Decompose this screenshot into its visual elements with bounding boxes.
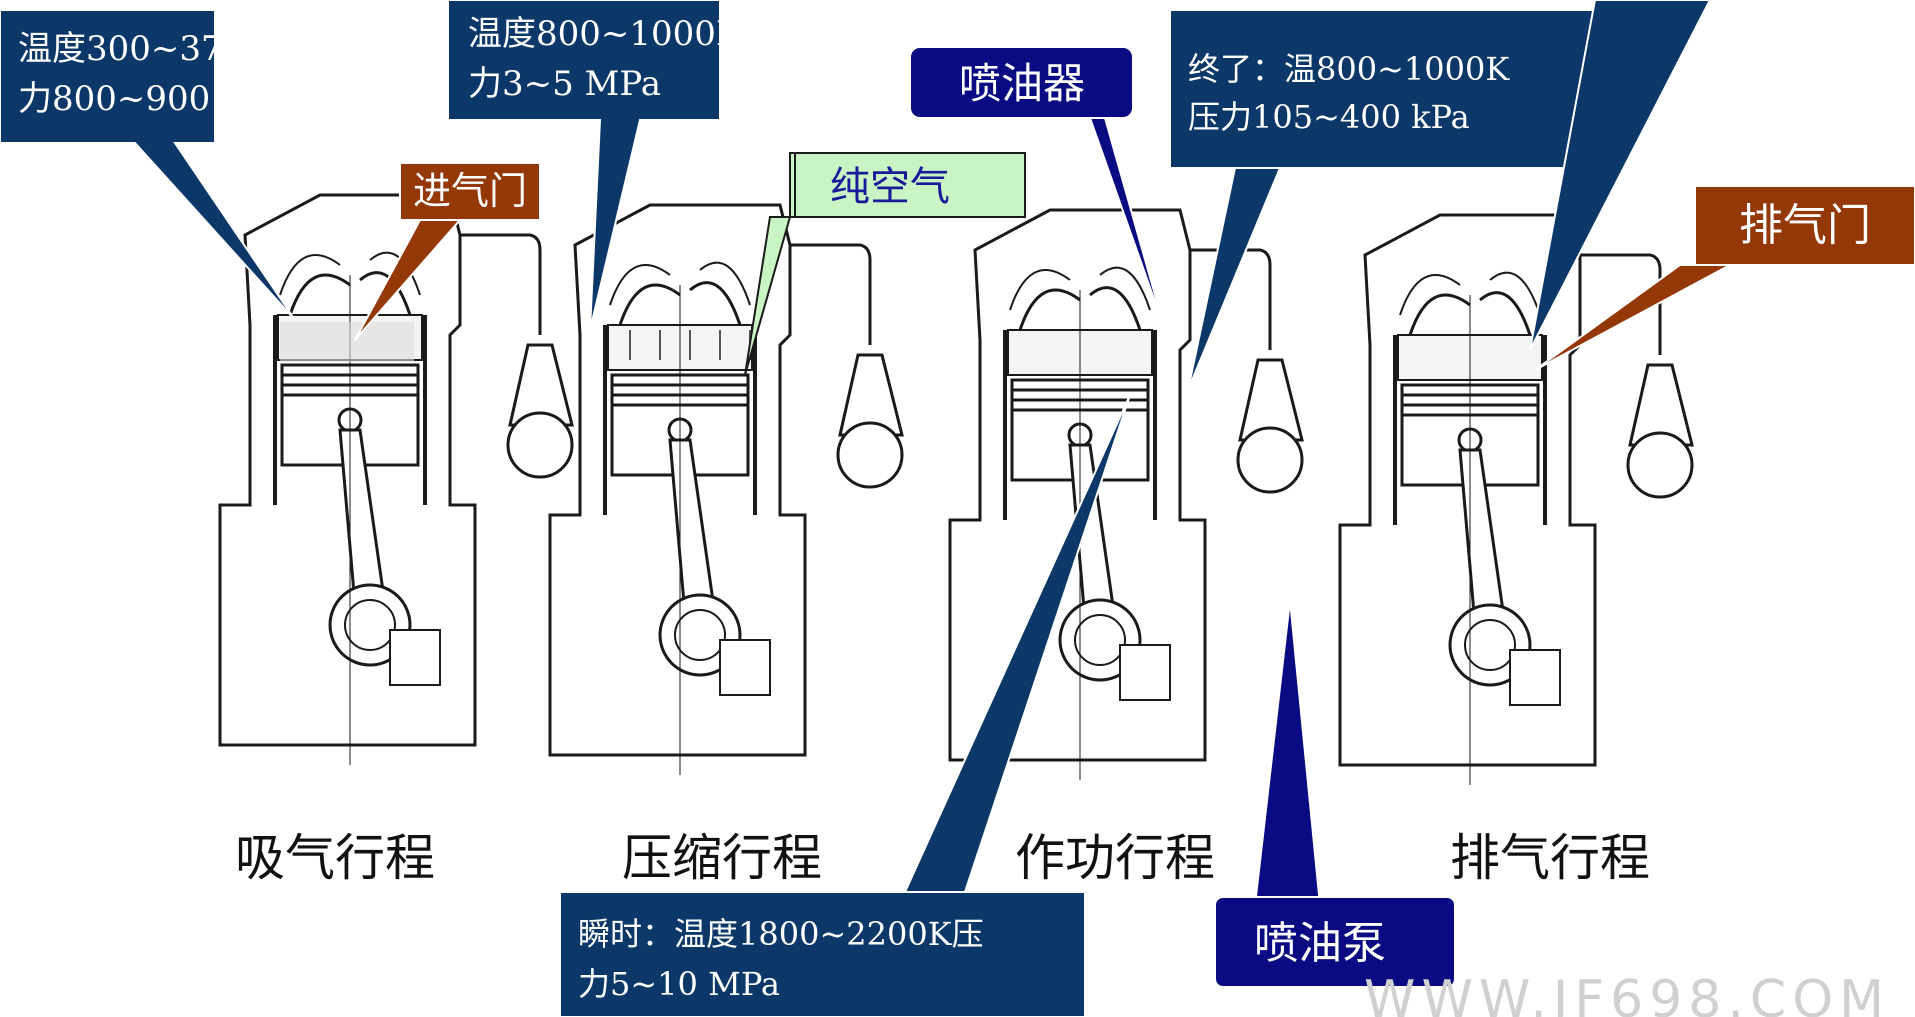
power-stroke-caption: 作功行程 <box>1015 829 1215 887</box>
power-end-conditions-line-2: 压力105~400 kPa <box>1188 98 1470 136</box>
injector-callout: 喷油器 <box>909 46 1166 331</box>
power-end-conditions-line-1: 终了：温800~1000K <box>1188 50 1510 88</box>
power-instant-conditions-line-2: 力5~10 MPa <box>578 965 780 1003</box>
exhaust-valve-callout: 排气门 <box>1534 185 1915 371</box>
watermark: WWW.JF698.COM <box>1364 970 1890 1017</box>
exhaust-stroke-caption: 排气行程 <box>1450 829 1650 887</box>
injector-label: 喷油器 <box>959 59 1085 108</box>
intake-stroke-caption: 吸气行程 <box>235 829 435 887</box>
injection-pump-callout: 喷油泵 <box>1214 599 1456 988</box>
intake-valve-label: 进气门 <box>413 169 527 213</box>
compression-stroke-caption: 压缩行程 <box>622 829 822 887</box>
injection-pump-label: 喷油泵 <box>1254 918 1386 969</box>
intake-conditions-line-1: 温度300~370K压 <box>18 29 304 69</box>
pure-air-label: 纯空气 <box>830 164 950 210</box>
exhaust-chamber-pointer <box>1529 0 1712 351</box>
intake-valve-callout: 进气门 <box>354 162 541 341</box>
power-end-conditions-callout: 终了：温800~1000K 压力105~400 kPa <box>1169 9 1601 391</box>
compression-conditions-line-2: 力3~5 MPa <box>468 64 661 104</box>
intake-conditions-callout: 温度300~370K压 力800~900 kPa <box>0 9 304 321</box>
compression-engine-drawing <box>548 203 904 777</box>
compression-conditions-line-1: 温度800~1000K压 <box>468 14 775 54</box>
exhaust-valve-label: 排气门 <box>1739 200 1871 251</box>
power-instant-conditions-callout: 瞬时：温度1800~2200K压 力5~10 MPa <box>559 394 1131 1017</box>
compression-conditions-callout: 温度800~1000K压 力3~5 MPa <box>447 0 775 331</box>
pure-air-callout: 纯空气 <box>744 152 1026 376</box>
intake-conditions-line-2: 力800~900 kPa <box>18 79 283 119</box>
intake-charge-fill <box>280 322 414 362</box>
power-instant-conditions-line-1: 瞬时：温度1800~2200K压 <box>578 915 984 953</box>
